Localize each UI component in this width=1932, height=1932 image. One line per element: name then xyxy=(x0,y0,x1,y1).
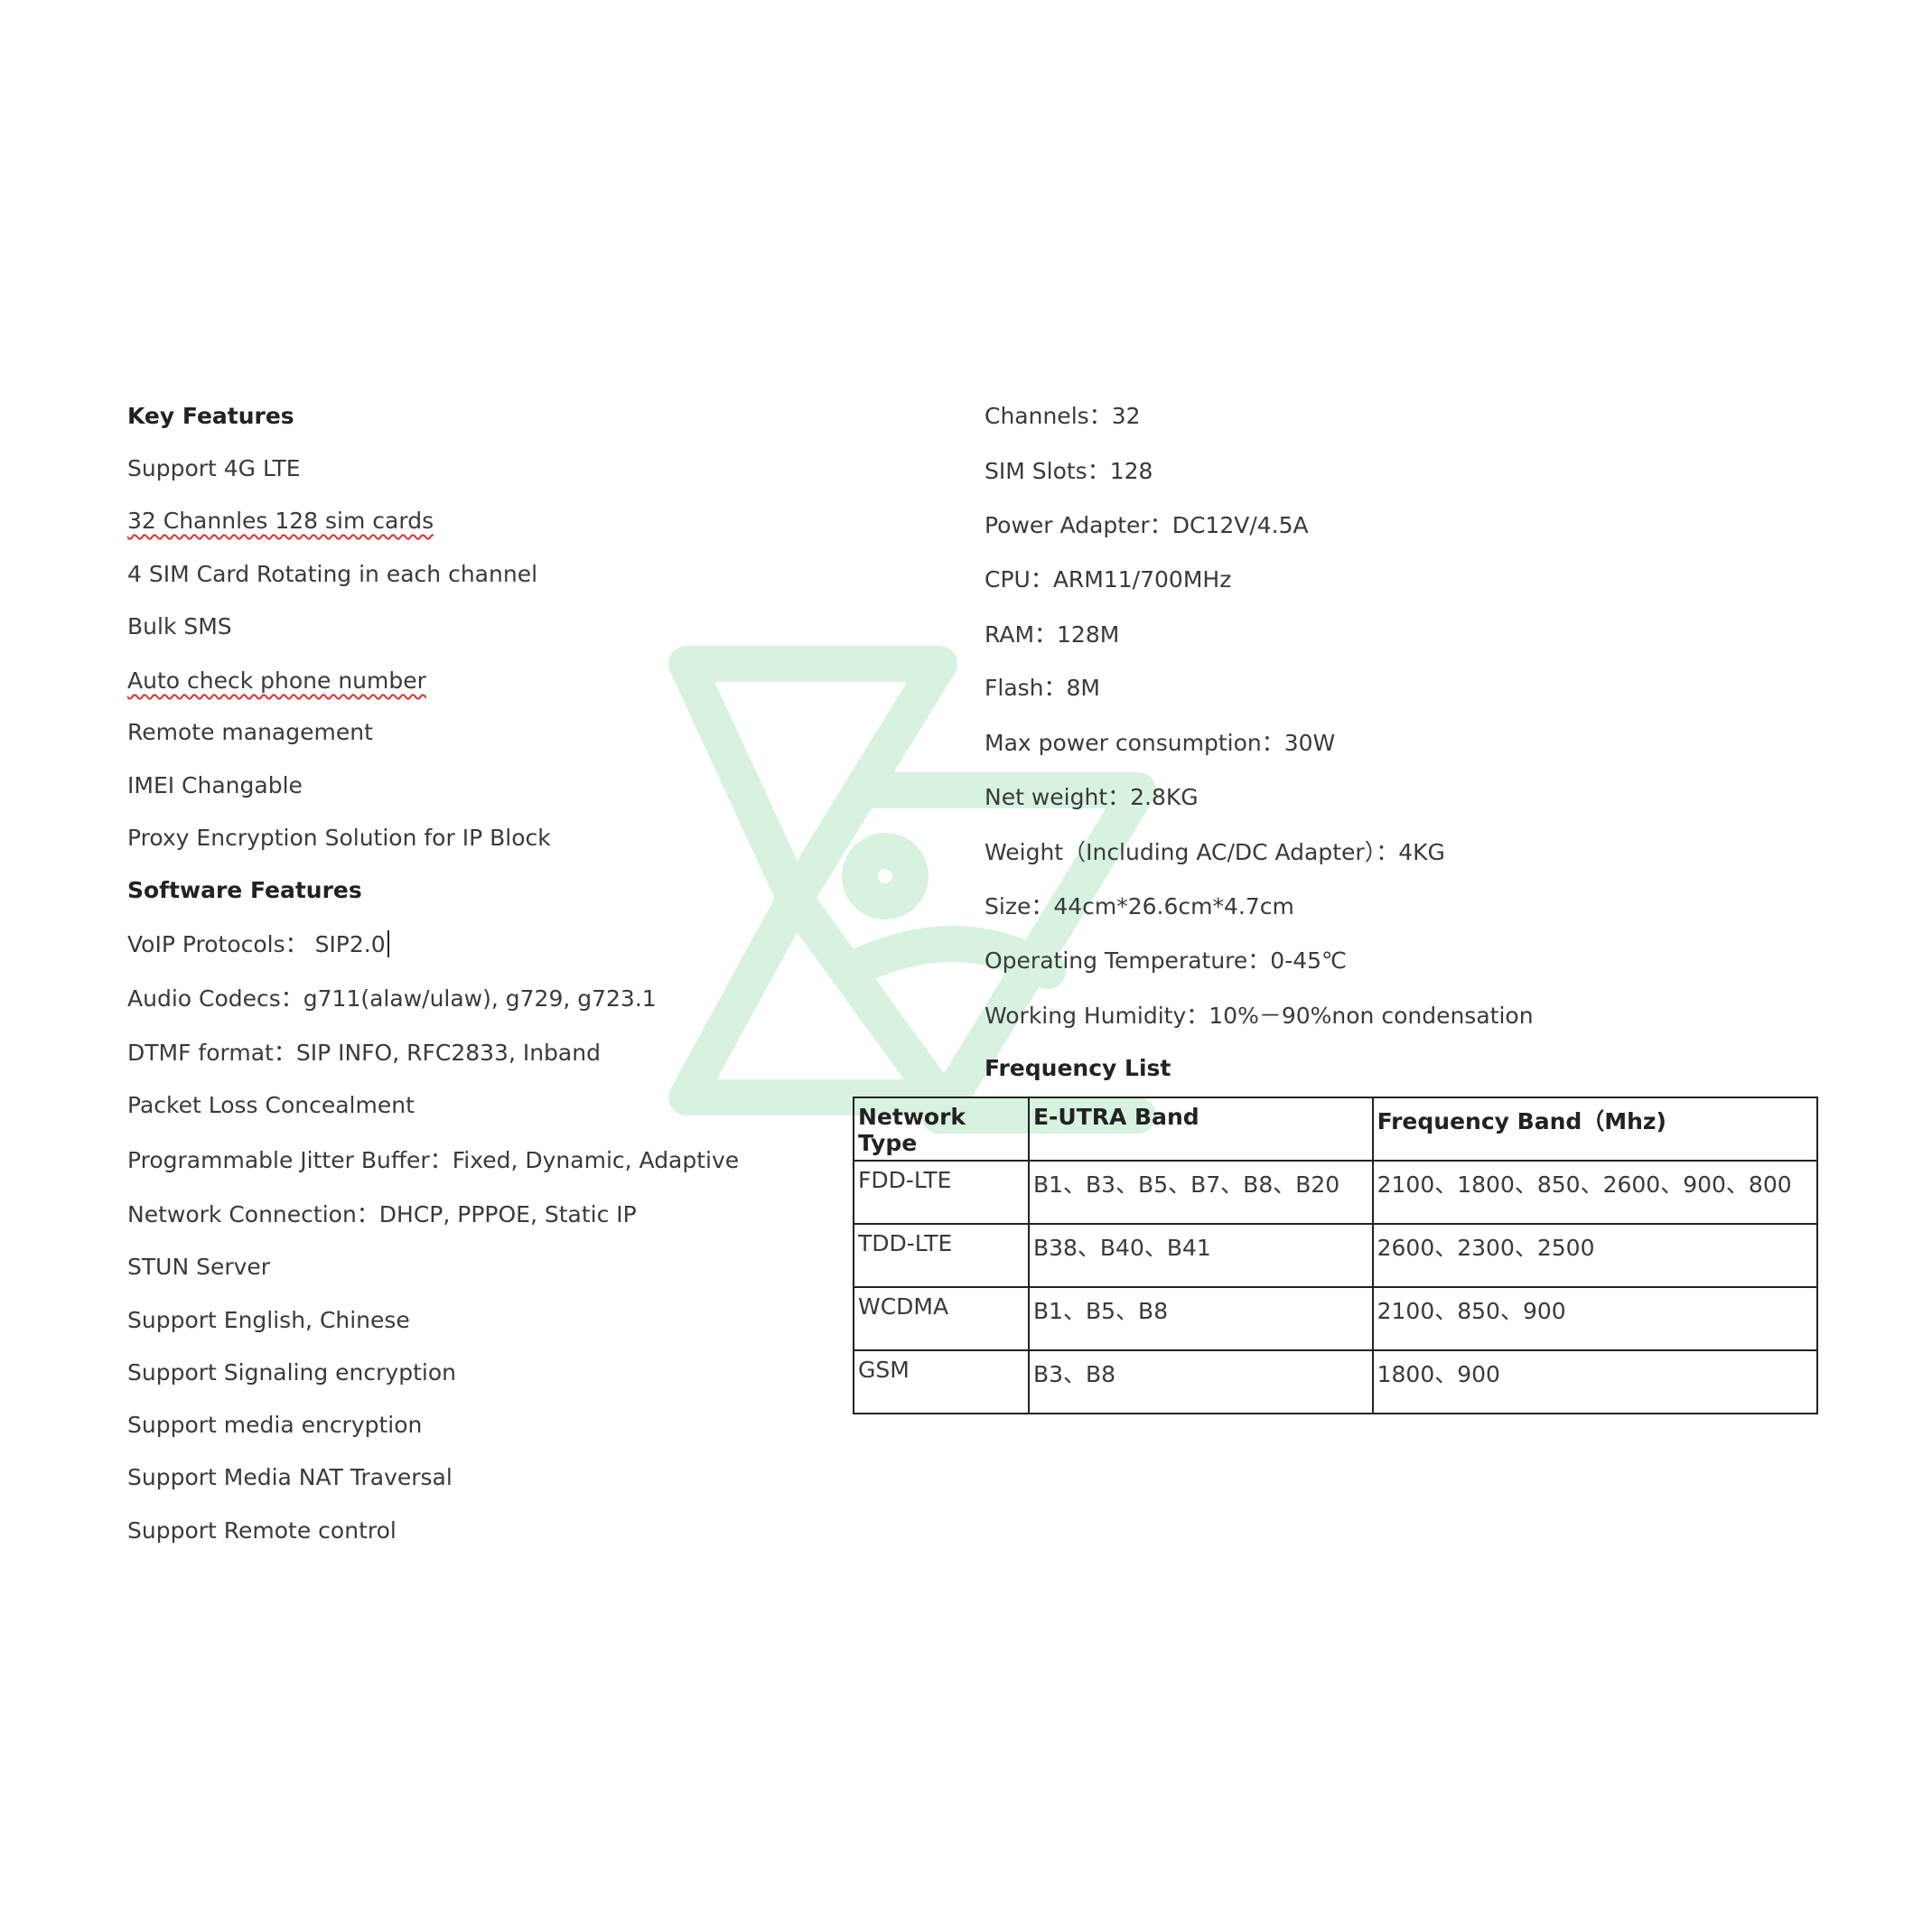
key-feature-item: 4 SIM Card Rotating in each channel xyxy=(127,561,538,587)
key-feature-item: 32 Channles 128 sim cards xyxy=(127,508,434,534)
software-feature-item: Support media encryption xyxy=(127,1412,423,1438)
software-feature-item: DTMF format：SIP INFO, RFC2833, Inband xyxy=(127,1040,601,1066)
spec-item: Weight（Including AC/DC Adapter）：4KG xyxy=(985,839,1445,865)
software-feature-item: VoIP Protocols： SIP2.0 xyxy=(127,930,389,958)
spec-item: Net weight：2.8KG xyxy=(985,784,1199,810)
table-cell: 1800、900 xyxy=(1371,1349,1819,1414)
software-feature-item: Support Media NAT Traversal xyxy=(127,1464,453,1490)
spec-item: Channels：32 xyxy=(985,403,1141,429)
key-features-heading: Key Features xyxy=(127,403,294,429)
spec-item: Power Adapter：DC12V/4.5A xyxy=(985,512,1309,538)
spec-item: Working Humidity：10%－90%non condensation xyxy=(985,1003,1534,1029)
key-feature-item: Proxy Encryption Solution for IP Block xyxy=(127,825,551,851)
spec-item: CPU：ARM11/700MHz xyxy=(985,566,1232,593)
table-row: TDD-LTE B38、B40、B41 2600、2300、2500 xyxy=(853,1223,1819,1288)
table-cell: FDD-LTE xyxy=(853,1160,1030,1225)
table-cell: B38、B40、B41 xyxy=(1027,1223,1374,1288)
table-cell: 2100、850、900 xyxy=(1371,1286,1819,1351)
software-feature-item: Support English, Chinese xyxy=(127,1307,410,1333)
table-row: GSM B3、B8 1800、900 xyxy=(853,1349,1819,1414)
software-feature-item: Network Connection：DHCP, PPPOE, Static I… xyxy=(127,1201,637,1227)
key-feature-item: Auto check phone number xyxy=(127,667,426,694)
table-cell: B3、B8 xyxy=(1027,1349,1374,1414)
table-cell: B1、B3、B5、B7、B8、B20 xyxy=(1027,1160,1374,1225)
table-cell: TDD-LTE xyxy=(853,1223,1030,1288)
frequency-list-heading: Frequency List xyxy=(985,1055,1171,1081)
software-feature-item: Packet Loss Concealment xyxy=(127,1092,415,1118)
column-header: Frequency Band（Mhz) xyxy=(1371,1097,1819,1162)
table-header-row: Network Type E-UTRA Band Frequency Band（… xyxy=(853,1097,1819,1162)
software-feature-item: Support Remote control xyxy=(127,1517,397,1544)
spec-item: Max power consumption：30W xyxy=(985,730,1336,756)
key-feature-item: IMEI Changable xyxy=(127,772,303,798)
table-cell: WCDMA xyxy=(853,1286,1030,1351)
software-feature-item: Audio Codecs：g711(alaw/ulaw), g729, g723… xyxy=(127,985,657,1012)
table-row: WCDMA B1、B5、B8 2100、850、900 xyxy=(853,1286,1819,1351)
key-feature-item: Remote management xyxy=(127,719,373,745)
column-header: Network Type xyxy=(853,1097,1030,1162)
table-cell: 2600、2300、2500 xyxy=(1371,1223,1819,1288)
key-feature-item: Support 4G LTE xyxy=(127,455,301,481)
spec-item: Flash：8M xyxy=(985,675,1100,701)
table-cell: 2100、1800、850、2600、900、800 xyxy=(1371,1160,1819,1225)
table-cell: B1、B5、B8 xyxy=(1027,1286,1374,1351)
software-feature-item: Programmable Jitter Buffer：Fixed, Dynami… xyxy=(127,1147,740,1173)
column-header: E-UTRA Band xyxy=(1027,1097,1374,1162)
table-row: FDD-LTE B1、B3、B5、B7、B8、B20 2100、1800、850… xyxy=(853,1160,1819,1225)
software-feature-item: Support Signaling encryption xyxy=(127,1359,456,1386)
spec-item: SIM Slots：128 xyxy=(985,458,1153,484)
spec-item: RAM：128M xyxy=(985,621,1120,648)
text-cursor xyxy=(387,930,389,957)
frequency-table: Network Type E-UTRA Band Frequency Band（… xyxy=(853,1097,1819,1414)
software-features-heading: Software Features xyxy=(127,877,362,903)
spec-item: Size：44cm*26.6cm*4.7cm xyxy=(985,893,1294,919)
software-feature-item: STUN Server xyxy=(127,1254,271,1280)
key-feature-item: Bulk SMS xyxy=(127,613,232,639)
spec-item: Operating Temperature：0-45℃ xyxy=(985,947,1348,974)
table-cell: GSM xyxy=(853,1349,1030,1414)
